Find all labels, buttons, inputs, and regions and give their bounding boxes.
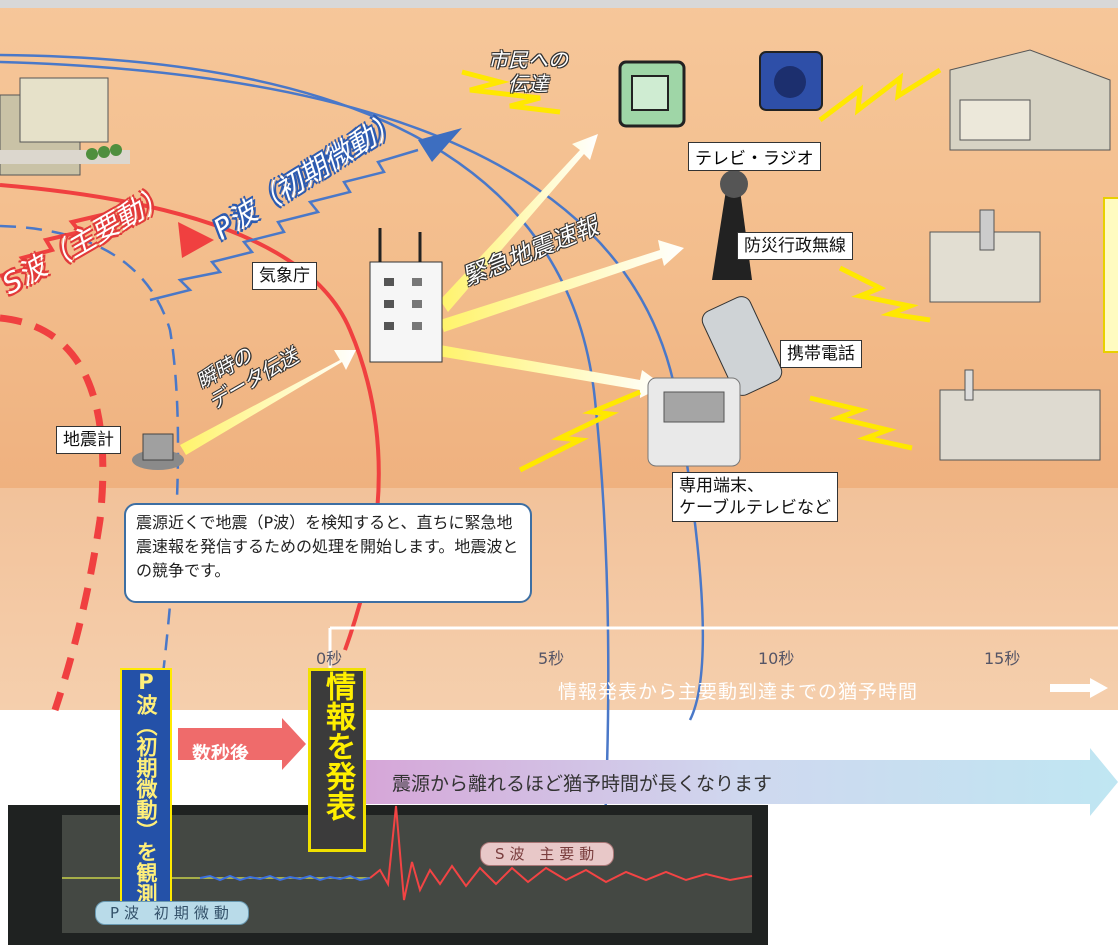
tick-5s: 5秒	[538, 649, 565, 668]
p-wave-pill: P波 初期微動	[95, 901, 249, 925]
timeline-arrow-icon	[1050, 678, 1108, 698]
s-wave-pill: S波 主要動	[480, 842, 615, 866]
top-strip	[0, 0, 1118, 8]
lightning-houses	[818, 67, 942, 122]
arrow-eew-tv	[440, 134, 598, 312]
p-wave-front-outer	[0, 60, 705, 721]
side-note-box	[1103, 197, 1118, 353]
jma-building-icon	[369, 228, 443, 363]
seismometer-icon	[132, 433, 184, 470]
office-building-icon	[929, 209, 1041, 303]
disaster-radio-label: 防災行政無線	[737, 232, 853, 260]
longer-grace-label: 震源から離れるほど猶予時間が長くなります	[392, 773, 773, 795]
longer-grace-arrow	[366, 748, 1118, 816]
s-wave-zigzag	[0, 212, 107, 278]
houses-icon	[949, 49, 1111, 151]
mobile-phone-icon	[701, 296, 783, 396]
p-waveform	[199, 874, 371, 882]
radio-icon	[759, 51, 823, 111]
tv-icon	[618, 60, 686, 128]
seismometer-callout: 震源近くで地震（P波）を検知すると、直ちに緊急地震速報を発信するための処理を開始…	[124, 503, 532, 603]
lightning-terminal	[518, 389, 641, 473]
arrow-data-transfer	[180, 350, 356, 455]
info-issued-box: 情報を発表	[308, 668, 366, 852]
citizens-label: 市民への 伝達	[488, 48, 568, 96]
arrow-eew-tower	[440, 240, 684, 332]
arrow-eew-terminal	[438, 345, 664, 398]
lightning-citizens	[461, 69, 561, 115]
p-observed-box: P波（初期微動）を観測	[120, 668, 172, 920]
terminal-device-icon	[647, 377, 741, 467]
grace-time-label: 情報発表から主要動到達までの猶予時間	[558, 681, 919, 703]
radio-tower-icon	[712, 170, 752, 280]
p-wave-zigzag	[149, 148, 419, 302]
s-wave-dashed	[0, 314, 107, 712]
tick-15s: 15秒	[984, 649, 1021, 668]
p-wave-arrowhead	[418, 128, 462, 162]
tick-10s: 10秒	[758, 649, 795, 668]
mobile-phone-label: 携帯電話	[780, 340, 862, 368]
s-waveform	[369, 805, 753, 901]
seismometer-label: 地震計	[56, 426, 121, 454]
p-wave-front-inner	[0, 53, 610, 945]
lightning-factory	[809, 395, 913, 451]
lightning-office	[838, 265, 931, 323]
jma-label: 気象庁	[252, 262, 317, 290]
terminal-label: 専用端末、 ケーブルテレビなど	[672, 472, 838, 522]
tick-0s: 0秒	[316, 649, 343, 668]
city-building-icon	[0, 77, 130, 176]
factory-icon	[939, 369, 1101, 461]
tv-radio-label: テレビ・ラジオ	[688, 142, 821, 171]
s-wave-arrowhead	[178, 222, 214, 258]
after-seconds-label: 数秒後	[192, 743, 250, 765]
seconds-arrow	[178, 718, 306, 770]
